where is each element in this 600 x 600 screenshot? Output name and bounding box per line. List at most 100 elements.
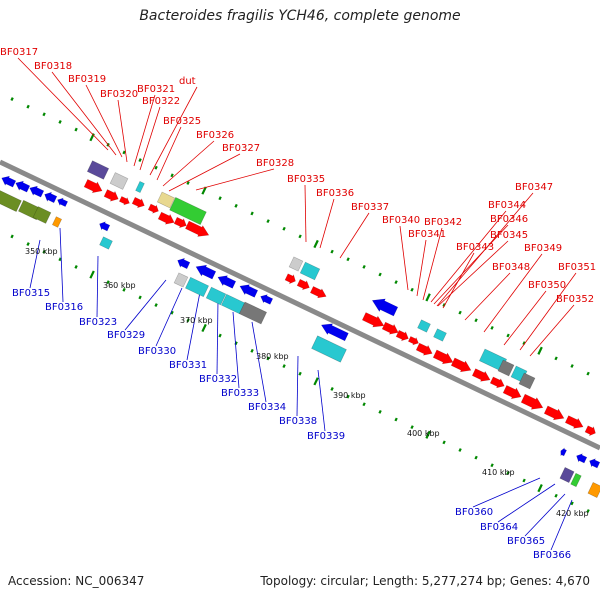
gene-label-bf0330: BF0330 xyxy=(138,346,176,357)
scale-tick xyxy=(10,97,14,101)
scale-tick xyxy=(138,295,142,300)
scale-tick xyxy=(537,346,543,355)
leader-line xyxy=(339,212,370,259)
scale-tick xyxy=(154,303,158,308)
scale-tick xyxy=(298,234,302,239)
gene-feature xyxy=(44,191,58,204)
gene-label-bf0329: BF0329 xyxy=(107,330,145,341)
leader-line xyxy=(232,311,240,389)
gene-feature xyxy=(205,286,227,306)
scale-tick xyxy=(234,341,238,346)
gene-label-bf0335: BF0335 xyxy=(287,174,325,185)
scale-tick xyxy=(122,287,126,292)
leader-line xyxy=(139,106,161,171)
scale-tick xyxy=(490,463,494,468)
gene-feature xyxy=(169,196,207,226)
gene-feature xyxy=(288,256,304,272)
gene-label-bf0323: BF0323 xyxy=(79,317,117,328)
gene-feature xyxy=(15,180,31,193)
leader-line xyxy=(186,291,201,361)
scale-tick xyxy=(170,173,174,178)
scale-tick xyxy=(554,493,558,498)
gene-feature xyxy=(502,385,522,400)
gene-label-bf0320: BF0320 xyxy=(100,89,138,100)
leader-line xyxy=(96,255,99,318)
scale-tick xyxy=(282,226,286,231)
scale-tick xyxy=(378,409,382,414)
scale-tick xyxy=(74,265,78,269)
gene-feature xyxy=(157,211,175,225)
gene-label-bf0328: BF0328 xyxy=(256,158,294,169)
scale-tick xyxy=(186,318,190,323)
accession-text: Accession: NC_006347 xyxy=(8,574,145,588)
gene-feature xyxy=(156,191,176,209)
gene-feature xyxy=(217,275,237,289)
leader-line xyxy=(216,299,219,375)
scale-tick xyxy=(313,377,319,386)
gene-feature xyxy=(417,319,431,333)
scale-tick xyxy=(394,280,398,285)
genome-backbone xyxy=(0,159,600,451)
leader-line xyxy=(117,99,128,163)
scale-tick xyxy=(570,364,574,368)
gene-feature xyxy=(29,185,45,198)
gene-label-bf0352: BF0352 xyxy=(556,294,594,305)
gene-feature xyxy=(83,179,103,194)
gene-label-bf0338: BF0338 xyxy=(279,416,317,427)
leader-line xyxy=(85,84,123,158)
leader-line xyxy=(51,71,117,156)
gene-label-bf0334: BF0334 xyxy=(248,402,286,413)
gene-feature xyxy=(284,273,296,285)
gene-feature xyxy=(1,175,17,188)
gene-feature xyxy=(361,312,385,328)
scale-tick xyxy=(346,394,350,399)
gene-label-bf0343: BF0343 xyxy=(456,242,494,253)
gene-label-bf0346: BF0346 xyxy=(490,214,528,225)
leader-line xyxy=(472,477,541,508)
scale-tick xyxy=(394,417,398,422)
scale-tick xyxy=(506,333,510,338)
scale-tick xyxy=(89,270,95,279)
gene-feature xyxy=(489,376,505,389)
gene-label-bf0326: BF0326 xyxy=(196,130,234,141)
gene-feature xyxy=(99,221,111,232)
scale-tick xyxy=(362,402,366,407)
scale-tick xyxy=(298,371,302,376)
gene-feature xyxy=(311,335,347,363)
scale-tick xyxy=(26,104,30,109)
kbp-label: 410 kbp xyxy=(482,468,515,477)
scale-tick xyxy=(74,127,78,132)
gene-label-bf0344: BF0344 xyxy=(488,200,526,211)
gene-label-bf0350: BF0350 xyxy=(528,280,566,291)
leader-line xyxy=(437,240,509,307)
gene-label-bf0349: BF0349 xyxy=(524,243,562,254)
gene-feature xyxy=(518,372,536,390)
scale-tick xyxy=(490,325,494,330)
leader-line xyxy=(133,94,156,167)
scale-tick xyxy=(10,234,14,239)
leader-line xyxy=(422,227,443,301)
gene-label-bf0366: BF0366 xyxy=(533,550,571,561)
scale-tick xyxy=(425,293,431,302)
kbp-label: 400 kbp xyxy=(407,429,440,438)
gene-feature xyxy=(118,195,130,206)
scale-tick xyxy=(522,478,526,483)
gene-feature xyxy=(543,405,565,421)
gene-feature xyxy=(51,216,63,228)
leader-line xyxy=(168,153,241,192)
gene-feature xyxy=(260,294,274,305)
gene-feature xyxy=(395,329,409,342)
gene-feature xyxy=(173,216,187,229)
scale-tick xyxy=(330,387,334,391)
gene-feature xyxy=(450,357,472,373)
gene-feature xyxy=(587,482,600,498)
kbp-label: 380 kbp xyxy=(256,352,289,361)
gene-feature xyxy=(576,453,588,464)
leader-line xyxy=(416,239,427,297)
gene-feature xyxy=(471,368,491,382)
scale-tick xyxy=(474,455,478,460)
gene-feature xyxy=(560,447,567,457)
scale-tick xyxy=(522,341,526,346)
leader-line xyxy=(296,355,299,417)
